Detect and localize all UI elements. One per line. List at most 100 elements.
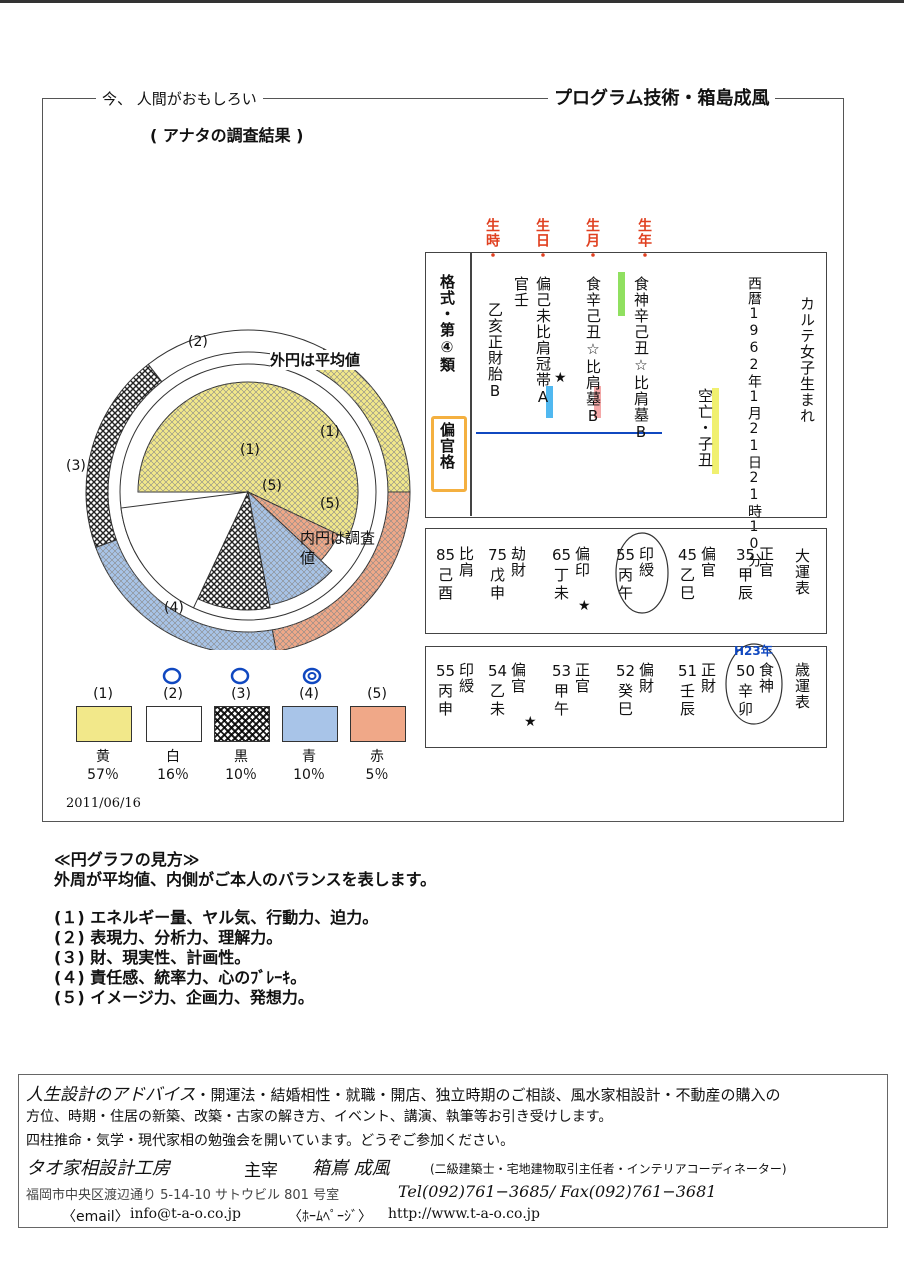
footer-qualification: (二級建築士・宅地建物取引主任者・インテリアコーディネーター) [430,1162,787,1176]
marker-blue [546,386,553,418]
zhi: 未 [490,700,506,718]
legend-color-name: 赤 [370,749,384,765]
inner-pie-label: 内円は調査値 [300,529,376,567]
legend-swatch [282,706,338,742]
gan: 丁 [554,566,570,584]
slice-label-5-inner: (5) [262,478,282,494]
result-frame [42,98,844,822]
note-item: (３) 財、現実性、計画性。 [54,948,251,967]
inner-pie-hatch [138,382,358,539]
zhi: 午 [554,700,570,718]
zhi: 未 [554,584,570,602]
legend-swatch [214,706,270,742]
slice-label-2-outer: (2) [188,334,208,350]
zhi: 酉 [438,584,454,602]
header-time: 生時・ [484,218,500,263]
legend-number: (4) [299,686,319,702]
footer-email-label: 〈email〉 [62,1209,129,1225]
footer-tel-fax: Tel(092)761−3685/ Fax(092)761−3681 [398,1182,717,1201]
top-star: 比肩 [457,546,475,578]
header-month: 生月・ [584,218,600,263]
outer-ring-hatch [95,539,276,650]
notes-intro: 外周が平均値、内側がご本人のバランスを表します。 [54,870,437,889]
top-star: 正官 [573,662,591,694]
gan: 壬 [680,682,696,700]
gan: 乙 [490,682,506,700]
saiun-box [425,646,827,748]
slice-label-4-outer: (4) [164,600,184,616]
pillars-divider [470,252,472,516]
age: 85 [436,546,456,564]
inner-pie-hatch [248,492,332,605]
zhi: 申 [438,700,454,718]
legend-percent: 10％ [225,767,257,783]
pillar-year: 食神辛己丑☆比肩墓B [632,276,650,442]
note-item: (４) 責任感、統率力、心のﾌﾞﾚｰｷ。 [54,968,307,987]
header-tagline: 今、 人間がおもしろい [96,88,263,109]
age: 55 [436,662,456,680]
pillars-box [425,252,827,518]
zhi: 卯 [738,700,754,718]
footer-address: 福岡市中央区渡辺通り 5-14-10 サトウビル 801 号室 [26,1188,340,1203]
taiun-box [425,528,827,634]
footer-company: タオ家相設計工房 [26,1158,170,1179]
kakushiki-box [431,416,467,492]
page-subtitle: ( アナタの調査結果 ) [150,126,304,145]
taiun-title: 大運表 [793,548,811,596]
note-item: (２) 表現力、分析力、理解力。 [54,928,283,947]
footer-name: 箱嶌 成風 [312,1158,390,1179]
legend-percent: 5％ [365,767,389,783]
legend-percent: 57％ [87,767,119,783]
top-star: 印綬 [637,546,655,578]
footer-line3: 四柱推命・気学・現代家相の勉強会を開いています。どうぞご参加ください。 [26,1133,515,1149]
top-star: 偏官 [699,546,717,578]
header-day: 生日・ [534,218,550,263]
kubo-label: 空亡・子丑 [696,388,714,468]
kakushiki-type: 偏官格 [438,422,456,470]
gan: 丙 [438,682,454,700]
outer-ring-hatch [272,492,410,650]
pillar-month: 食辛己丑☆比肩墓B [584,276,602,426]
legend-color-name: 黄 [96,749,110,765]
footer-email[interactable]: info@t-a-o.co.jp [130,1206,241,1222]
note-item: (１) エネルギー量、ヤル気、行動力、迫力。 [54,908,379,927]
footer-line2: 方位、時期・住居の新築、改築・古家の解き方、イベント、講演、執筆等お引き受けしま… [26,1109,613,1125]
inner-pie-hatch [248,492,339,561]
age: 35 [736,546,756,564]
age: 53 [552,662,572,680]
inner-pie-slice [120,491,249,609]
saiun-circle [725,643,783,725]
age: 52 [616,662,636,680]
top-rule [0,0,904,3]
pillar-time: 乙亥正財胎B [486,302,504,401]
legend-percent: 16％ [157,767,189,783]
zhi: 辰 [680,700,696,718]
kakushiki-label: 格式・第④類 [438,274,456,373]
gan: 戊 [490,566,506,584]
footer-homepage[interactable]: http://www.t-a-o.co.jp [388,1206,540,1222]
outer-ring-label: 外円は平均値 [270,350,361,370]
legend-marks [162,667,322,685]
gan: 甲 [554,682,570,700]
zhi: 申 [490,584,506,602]
marker-yellow [712,388,719,474]
legend-color-name: 青 [302,749,316,765]
top-star: 偏財 [637,662,655,694]
slice-label-1-inner: (1) [240,442,260,458]
blue-underline [476,432,662,434]
age: 50 [736,662,756,680]
gan: 乙 [680,566,696,584]
legend-number: (3) [231,686,251,702]
slice-label-1-outer: (1) [320,424,340,440]
marker-green [618,272,625,316]
zhi: 巳 [680,584,696,602]
legend-color-name: 白 [166,749,180,765]
gan: 己 [438,566,454,584]
taiun-star: ★ [578,598,591,614]
footer-line1: 人生設計のアドバイス・開運法・結婚相性・就職・開店、独立時期のご相談、風水家相設… [26,1085,781,1105]
karte-column: カルテ女子生まれ [798,296,816,424]
slice-label-3-outer: (3) [66,458,86,474]
legend-swatch [146,706,202,742]
slice-label-5-outer: (5) [320,496,340,512]
header-program: プログラム技術・箱島成風 [548,84,776,110]
